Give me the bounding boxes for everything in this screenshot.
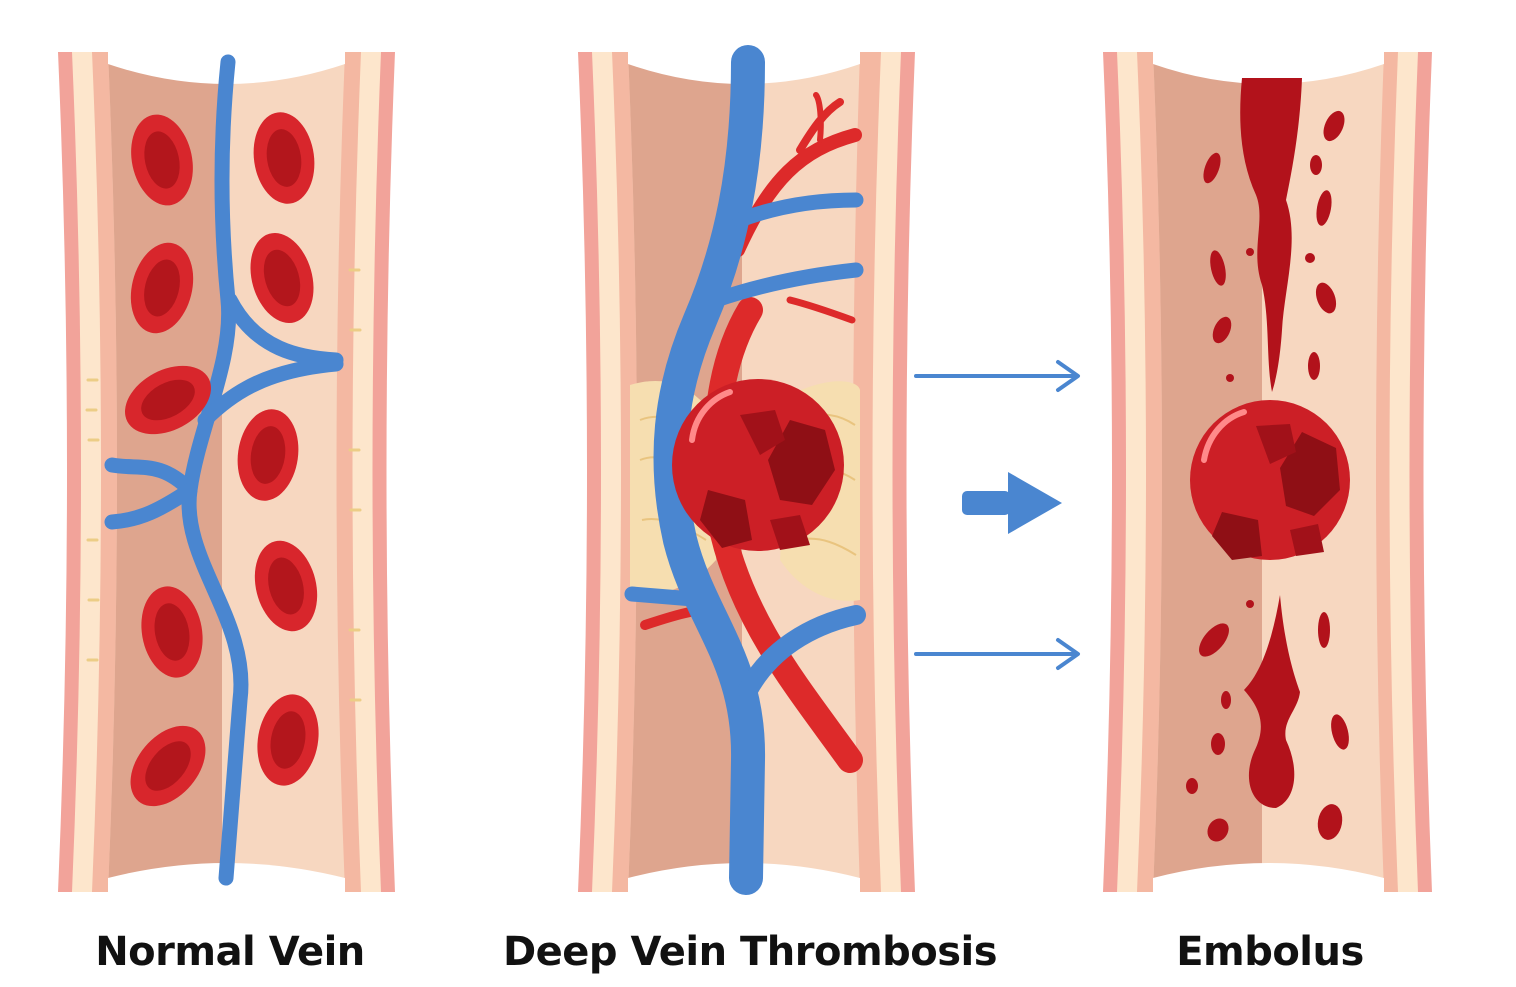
red-blood-cell (130, 242, 194, 334)
embolus-caption: Embolus (1176, 929, 1364, 975)
normal-vein-panel (58, 52, 395, 892)
red-blood-cell (130, 725, 206, 807)
embolus-blood-streaks (1186, 78, 1349, 842)
dvt-caption: Deep Vein Thrombosis (502, 929, 998, 975)
arrow-right-icon (914, 360, 1080, 670)
bottom-flow-arrow (914, 638, 1080, 670)
red-blood-cell (141, 586, 203, 678)
normal-vein-vessel (104, 54, 344, 886)
lower-blood-streak (1244, 595, 1300, 808)
normal-vein-caption: Normal Vein (95, 929, 365, 975)
embolus-clot (1190, 400, 1350, 560)
red-blood-cell (125, 365, 211, 435)
normal-vein-red-blood-cells (125, 112, 319, 807)
red-blood-cell (131, 114, 193, 206)
red-blood-cell (254, 540, 318, 632)
dvt-blood-clot (672, 379, 844, 551)
red-blood-cell (253, 112, 315, 204)
red-blood-cell (237, 409, 299, 501)
upper-blood-streak (1240, 78, 1302, 392)
dvt-vein-vessel (624, 45, 866, 895)
red-blood-cell (250, 233, 314, 323)
normal-vein-wall-texture (85, 268, 362, 702)
embolus-panel (1103, 52, 1432, 892)
red-blood-cell (257, 694, 319, 786)
center-flow-arrow (962, 472, 1062, 534)
top-flow-arrow (914, 360, 1080, 392)
dvt-panel (578, 45, 915, 895)
